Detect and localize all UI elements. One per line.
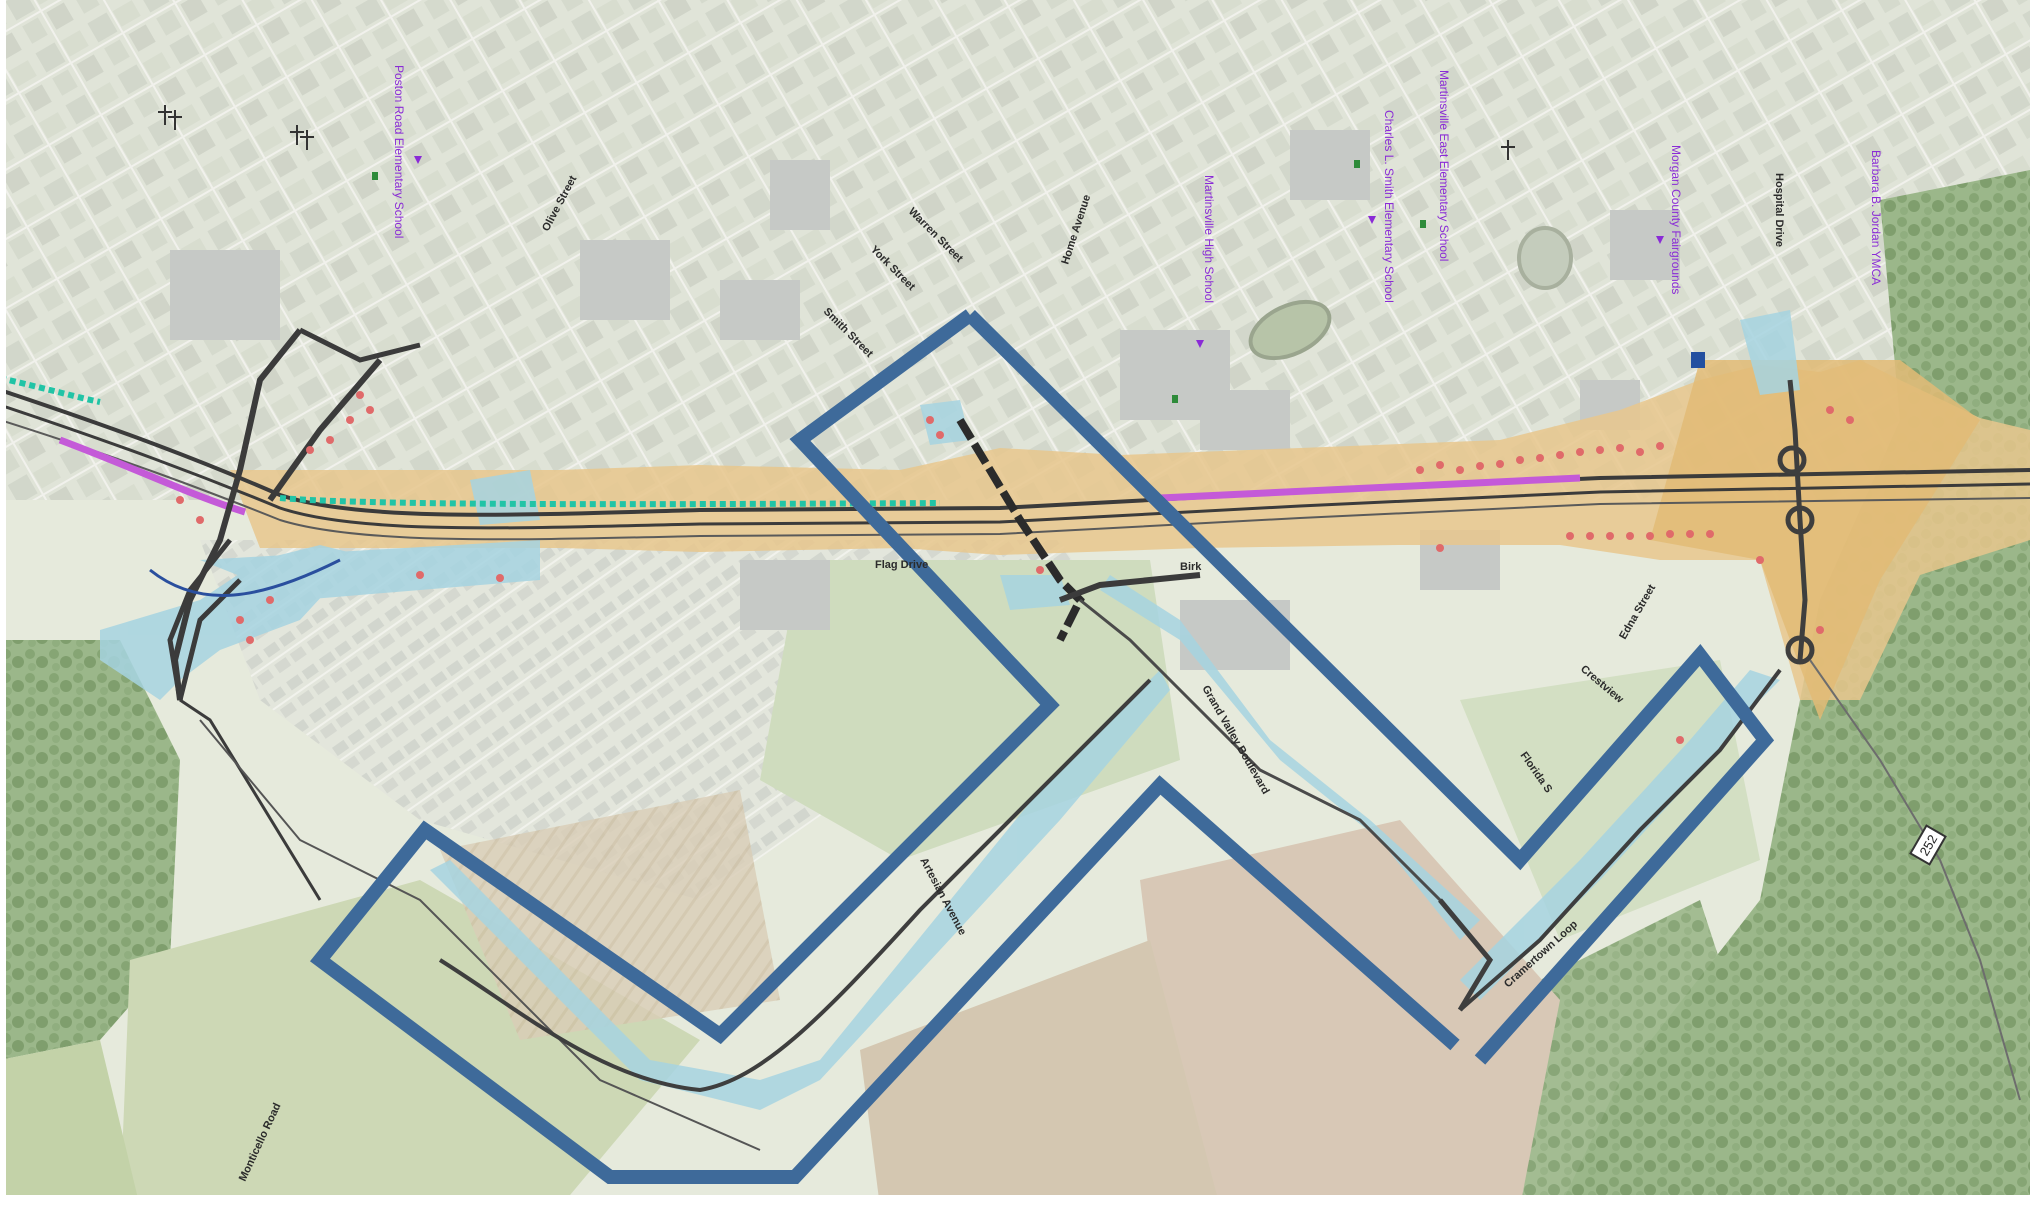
roundabout-north[interactable] [1777, 445, 1807, 475]
field-rows [440, 790, 780, 1040]
bottom-border [0, 1195, 2030, 1207]
label-east-elementary: Martinsville East Elementary School [1437, 70, 1451, 261]
label-fairgrounds: Morgan County Fairgrounds [1669, 145, 1683, 294]
green-dash-mid [279, 495, 941, 508]
forest-southeast [1450, 900, 1800, 1207]
field-green-east [1460, 660, 1760, 940]
cramertown-road[interactable] [1458, 668, 1782, 1012]
hospital-icon [1691, 352, 1705, 368]
smith-street-crossing[interactable] [956, 417, 1085, 642]
roundabout-south[interactable] [1785, 505, 1815, 535]
magenta-lane-west [58, 436, 247, 516]
monticello-road-line [199, 719, 761, 1151]
label-flag-drive: Flag Drive [875, 559, 928, 571]
cramertown-spur[interactable] [1438, 898, 1494, 1012]
label-birk: Birk [1180, 561, 1202, 573]
label-ymca: Barbara B. Jordan YMCA [1869, 150, 1883, 285]
stadium-track [1248, 299, 1332, 361]
fairground-track [1517, 226, 1573, 290]
label-martinsville-high: Martinsville High School [1202, 175, 1216, 303]
interchange-west[interactable] [149, 327, 421, 901]
label-poston-road-school: Poston Road Elementary School [392, 65, 406, 238]
cemetery-icon [158, 105, 1515, 160]
label-hospital-drive: Hospital Drive [1773, 173, 1785, 247]
impact-dots [176, 391, 1854, 744]
project-outline-east[interactable] [965, 310, 1775, 1065]
project-outline-west[interactable] [309, 309, 1460, 1184]
field-brown-2 [860, 940, 1220, 1207]
corridor-band [230, 360, 2030, 700]
birk-road[interactable] [1058, 572, 1201, 603]
artesian-road[interactable] [438, 678, 1152, 1093]
roundabout-southeast[interactable] [1785, 635, 1815, 665]
label-charles-smith: Charles L. Smith Elementary School [1382, 110, 1396, 303]
forest-west [0, 640, 180, 1060]
buildings [170, 130, 1680, 670]
route-252-road [1809, 659, 2021, 1101]
drainage-buffers [100, 310, 1800, 1110]
corridor-east-node [1650, 360, 1980, 720]
hospital-drive-road[interactable] [1787, 379, 1808, 661]
route-shield: 252 [1909, 824, 1947, 866]
poi-labels: Poston Road Elementary School Martinsvil… [392, 65, 1883, 303]
highway-main[interactable] [0, 388, 2030, 541]
field-southwest [0, 1040, 140, 1207]
magenta-lane-east [1159, 474, 1581, 502]
left-border [0, 0, 6, 1207]
poi-marker-icons [414, 156, 1664, 348]
school-flag-icons [372, 160, 1426, 403]
